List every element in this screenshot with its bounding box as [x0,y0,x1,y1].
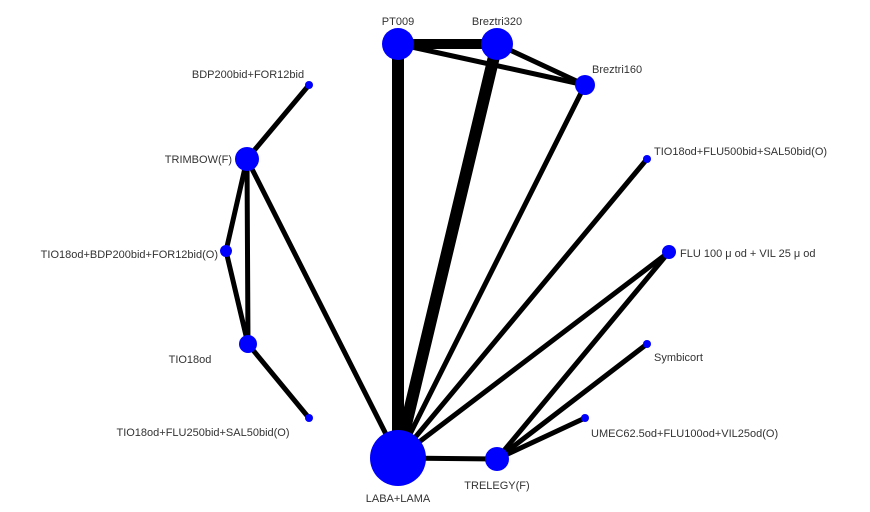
node-tio18od-flu500bid-sal50bid-o [643,155,651,163]
edge-bdp200bid-for12bid-to-trimbow-f [244,82,312,162]
node-label-tio18od-flu500bid-sal50bid-o: TIO18od+FLU500bid+SAL50bid(O) [654,146,827,158]
node-label-trimbow-f: TRIMBOW(F) [165,154,232,166]
node-label-breztri320: Breztri320 [472,16,522,28]
edge-flu100-to-trelegy-f [494,249,672,462]
node-laba-lama [370,430,426,486]
node-label-tio18od-flu250bid-sal50bid-o: TIO18od+FLU250bid+SAL50bid(O) [116,427,289,439]
edge-tio18od-flu500bid-sal50bid-o-to-laba-lama [395,156,650,461]
node-tio18od [239,335,257,353]
node-symbicort [643,340,651,348]
node-label-laba-lama: LABA+LAMA [366,493,431,505]
node-bdp200bid-for12bid [305,81,313,89]
edge-breztri160-to-laba-lama [395,82,588,461]
edge-trimbow-f-to-tio18od-bdp200bid-for12bid-o [223,156,250,254]
edges-layer [223,38,672,464]
node-label-trelegy-f: TRELEGY(F) [464,480,529,492]
node-tio18od-flu250bid-sal50bid-o [305,414,313,422]
node-label-flu100: FLU 100 μ od + VIL 25 μ od [680,248,816,260]
node-pt009 [382,28,414,60]
node-label-tio18od-bdp200bid-for12bid-o: TIO18od+BDP200bid+FOR12bid(O) [41,249,218,261]
node-label-pt009: PT009 [382,16,414,28]
node-trimbow-f [235,147,259,171]
node-label-breztri160: Breztri160 [592,64,642,76]
node-label-umec62-5od-flu100od-vil25od-o: UMEC62.5od+FLU100od+VIL25od(O) [591,428,778,440]
edge-tio18od-to-tio18od-flu250bid-sal50bid-o [245,341,312,421]
edge-trimbow-f-to-tio18od [244,156,251,347]
node-breztri320 [481,28,513,60]
edge-breztri320-to-laba-lama [392,38,503,464]
edge-flu100-to-laba-lama [395,249,672,461]
node-tio18od-bdp200bid-for12bid-o [220,245,232,257]
edge-tio18od-bdp200bid-for12bid-o-to-tio18od [223,248,251,347]
node-trelegy-f [485,447,509,471]
node-label-bdp200bid-for12bid: BDP200bid+FOR12bid [192,69,304,81]
node-label-tio18od: TIO18od [169,354,212,366]
nodes-layer [220,28,676,486]
node-flu100 [662,245,676,259]
edge-symbicort-to-trelegy-f [494,341,650,462]
edge-umec62-5od-flu100od-vil25od-o-to-trelegy-f [494,415,588,462]
node-label-symbicort: Symbicort [654,352,703,364]
node-breztri160 [575,75,595,95]
edge-breztri320-to-breztri160 [494,41,588,88]
edge-trimbow-f-to-laba-lama [244,156,401,461]
node-umec62-5od-flu100od-vil25od-o [581,414,589,422]
